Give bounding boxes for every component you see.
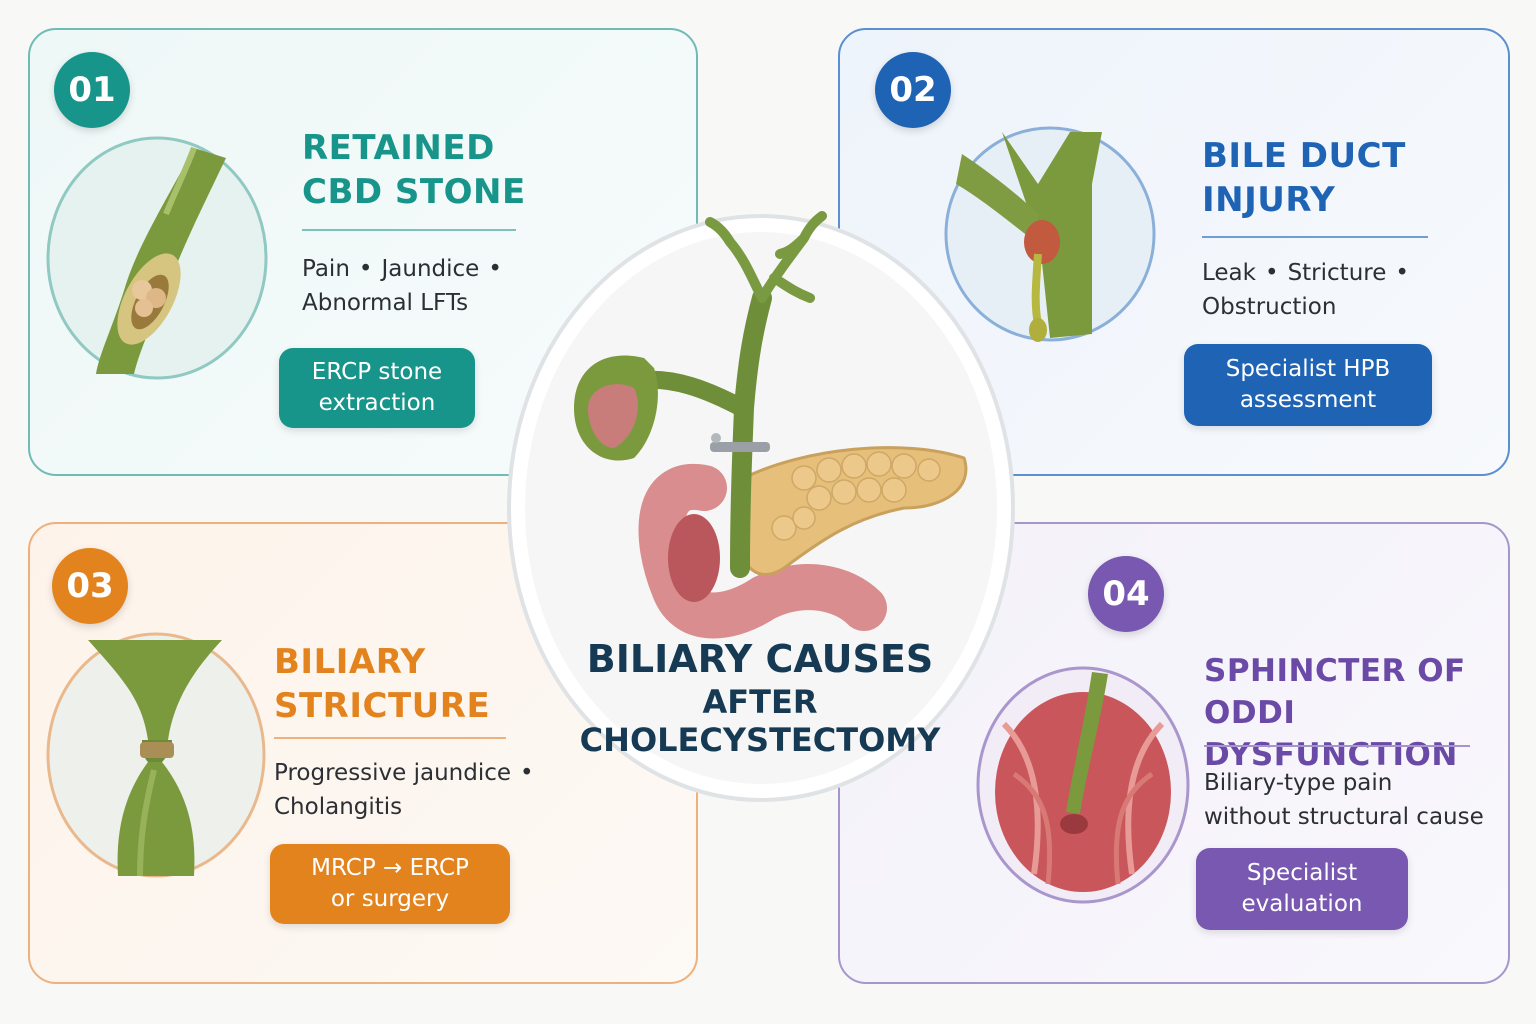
card-description: Progressive jaundice • Cholangitis bbox=[274, 756, 543, 824]
management-label-line1: MRCP → ERCP bbox=[311, 855, 469, 881]
management-button[interactable]: MRCP → ERCP or surgery bbox=[270, 844, 510, 924]
management-label-line2: extraction bbox=[318, 390, 436, 416]
management-label-line2: or surgery bbox=[330, 886, 450, 912]
center-title-line2: AFTER bbox=[702, 683, 818, 721]
card-description: Pain • Jaundice • Abnormal LFTs bbox=[302, 252, 511, 320]
symptom-text: Cholangitis bbox=[274, 794, 403, 820]
divider bbox=[1202, 236, 1428, 238]
center-title-line1: BILIARY CAUSES bbox=[586, 637, 934, 681]
duct-stricture-icon bbox=[46, 632, 266, 878]
card-number-badge: 03 bbox=[52, 548, 128, 624]
card-number-badge: 01 bbox=[54, 52, 130, 128]
bullet-separator: • bbox=[1395, 260, 1409, 286]
bile-leak-icon bbox=[944, 126, 1156, 342]
management-button[interactable]: Specialist HPB assessment bbox=[1184, 344, 1432, 426]
card-title-line1: BILE DUCT bbox=[1202, 136, 1406, 176]
card-title-line1: BILIARY bbox=[274, 642, 426, 682]
card-title: RETAINED CBD STONE bbox=[302, 126, 526, 214]
card-description: Biliary-type pain without structural cau… bbox=[1204, 766, 1484, 834]
card-number-badge: 02 bbox=[875, 52, 951, 128]
divider bbox=[1204, 745, 1470, 747]
card-title: BILIARY STRICTURE bbox=[274, 640, 490, 728]
card-title-line1: RETAINED bbox=[302, 128, 495, 168]
symptom-text: Progressive jaundice bbox=[274, 760, 512, 786]
management-button[interactable]: ERCP stone extraction bbox=[279, 348, 475, 428]
card-title: BILE DUCT INJURY bbox=[1202, 134, 1406, 222]
card-title-line2: CBD STONE bbox=[302, 172, 526, 212]
card-title-line2: STRICTURE bbox=[274, 686, 491, 726]
management-button[interactable]: Specialist evaluation bbox=[1196, 848, 1408, 930]
cbd-stone-icon bbox=[46, 136, 268, 380]
card-title-line2: ODDI DYSFUNCTION bbox=[1204, 695, 1458, 773]
bullet-separator: • bbox=[1264, 260, 1279, 286]
card-number-badge: 04 bbox=[1088, 556, 1164, 632]
sphincter-icon bbox=[976, 666, 1190, 904]
management-label-line1: ERCP stone bbox=[311, 359, 443, 385]
symptom-text: Stricture bbox=[1287, 260, 1387, 286]
biliary-anatomy-illustration bbox=[507, 211, 1015, 802]
divider bbox=[302, 229, 516, 231]
symptom-text: Leak bbox=[1202, 260, 1256, 286]
center-title-line3: CHOLECYSTECTOMY bbox=[579, 721, 941, 759]
symptom-text: Obstruction bbox=[1202, 294, 1337, 320]
card-title-line2: INJURY bbox=[1202, 180, 1336, 220]
management-label-line2: evaluation bbox=[1241, 891, 1363, 917]
divider bbox=[274, 737, 506, 739]
management-label-line2: assessment bbox=[1239, 387, 1377, 413]
card-description: Leak • Stricture • Obstruction bbox=[1202, 256, 1418, 324]
symptom-text: Pain bbox=[302, 256, 350, 282]
symptom-text: without structural cause bbox=[1204, 804, 1484, 830]
bullet-separator: • bbox=[488, 256, 502, 282]
management-label-line1: Specialist bbox=[1246, 860, 1358, 886]
bullet-separator: • bbox=[358, 256, 373, 282]
management-label-line1: Specialist HPB bbox=[1225, 356, 1391, 382]
symptom-text: Biliary-type pain bbox=[1204, 770, 1393, 796]
card-title: SPHINCTER OF ODDI DYSFUNCTION bbox=[1204, 650, 1536, 776]
symptom-text: Jaundice bbox=[381, 256, 480, 282]
bullet-separator: • bbox=[520, 760, 534, 786]
card-title-line1: SPHINCTER OF bbox=[1204, 653, 1466, 689]
symptom-text: Abnormal LFTs bbox=[302, 290, 469, 316]
